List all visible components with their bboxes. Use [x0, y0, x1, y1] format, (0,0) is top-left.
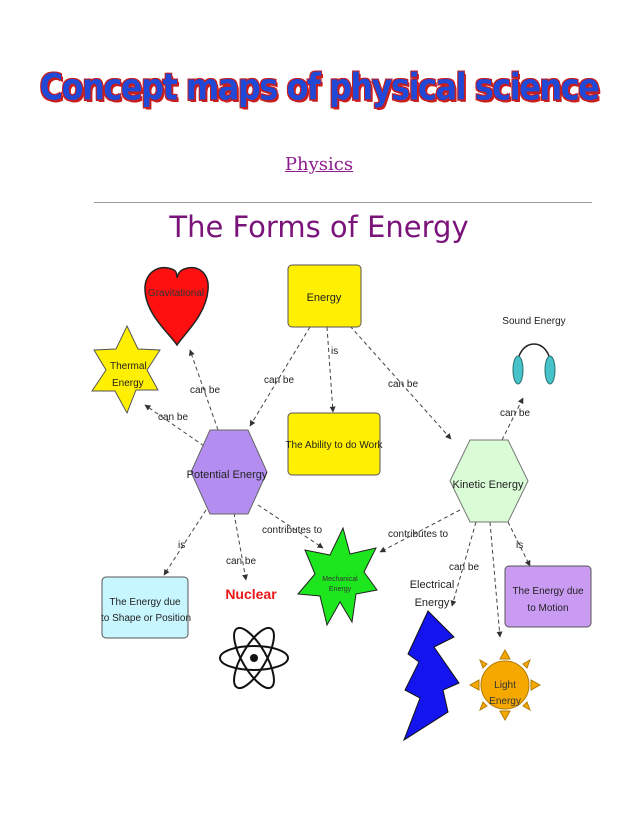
node-gravitational-label: Gravitational: [148, 288, 204, 299]
subject-label: Physics: [284, 154, 354, 175]
link-potential-nuclear: [233, 512, 249, 581]
link-kinetic-electrical: [450, 521, 477, 607]
connectors: [144, 325, 531, 638]
link-potential-thermal: [144, 404, 205, 447]
link-label: can be: [264, 375, 294, 386]
headphones-icon: [512, 355, 524, 385]
node-light-label-1: Light: [494, 680, 516, 691]
node-mechanical-star: [296, 526, 378, 627]
headphones-earcup-icon: [544, 355, 556, 385]
node-mechanical-label-1: Mechanical: [322, 576, 358, 583]
node-nuclear-label: Nuclear: [225, 586, 277, 602]
node-shape-label-1: The Energy due: [109, 597, 181, 608]
node-kinetic-energy: [449, 439, 529, 523]
link-potential-mechanical: [257, 504, 324, 549]
sun-rays: [468, 648, 542, 722]
node-shape-position: [101, 576, 189, 639]
link-label: can be: [388, 379, 418, 390]
concept-map-title: The Forms of Energy: [169, 210, 469, 244]
node-ability: [287, 412, 381, 476]
link-energy-potential: [249, 326, 311, 427]
node-potential-label: Potential Energy: [187, 469, 268, 481]
link-energy-kinetic: [349, 325, 452, 440]
sun-icon: [480, 660, 530, 710]
heart-icon: [144, 266, 209, 347]
node-thermal-label-2: Energy: [112, 378, 144, 389]
node-electrical-label-1: Electrical: [410, 579, 455, 591]
link-label: is: [331, 346, 338, 357]
node-motion-label-1: The Energy due: [512, 586, 584, 597]
node-energy: [287, 264, 362, 328]
node-thermal-label-1: Thermal: [110, 361, 147, 372]
node-electrical-label-2: Energy: [415, 597, 450, 609]
node-mechanical-label-2: Energy: [329, 586, 352, 593]
node-shape-label-2: to Shape or Position: [101, 613, 191, 624]
link-energy-ability: [326, 326, 336, 413]
link-label: is: [516, 540, 523, 551]
atom-nucleus: [250, 654, 258, 662]
divider: [94, 202, 592, 203]
link-label: contributes to: [388, 529, 448, 540]
node-motion: [504, 565, 592, 628]
link-kinetic-light: [489, 521, 503, 638]
link-kinetic-motion: [507, 521, 531, 567]
link-label: contributes to: [262, 525, 322, 536]
link-kinetic-sound: [501, 397, 524, 441]
node-kinetic-label: Kinetic Energy: [453, 479, 524, 491]
node-light-label-2: Energy: [489, 696, 521, 707]
atom-icon: [219, 626, 289, 690]
link-label: can be: [158, 412, 188, 423]
link-label: can be: [449, 562, 479, 573]
lightning-icon: [402, 610, 460, 742]
link-label: is: [178, 540, 185, 551]
link-label: can be: [226, 556, 256, 567]
node-energy-label: Energy: [307, 292, 342, 304]
node-thermal-star: [91, 324, 161, 415]
link-potential-shape: [163, 509, 207, 576]
link-label: can be: [500, 408, 530, 419]
node-ability-label: The Ability to do Work: [285, 440, 383, 451]
link-kinetic-mechanical: [379, 509, 461, 553]
page-title: Concept maps of physical science: [39, 65, 600, 109]
node-potential-energy: [190, 429, 268, 515]
node-sound-label: Sound Energy: [502, 316, 565, 327]
node-motion-label-2: to Motion: [527, 603, 568, 614]
link-label: can be: [190, 385, 220, 396]
link-potential-gravitational: [188, 349, 219, 431]
